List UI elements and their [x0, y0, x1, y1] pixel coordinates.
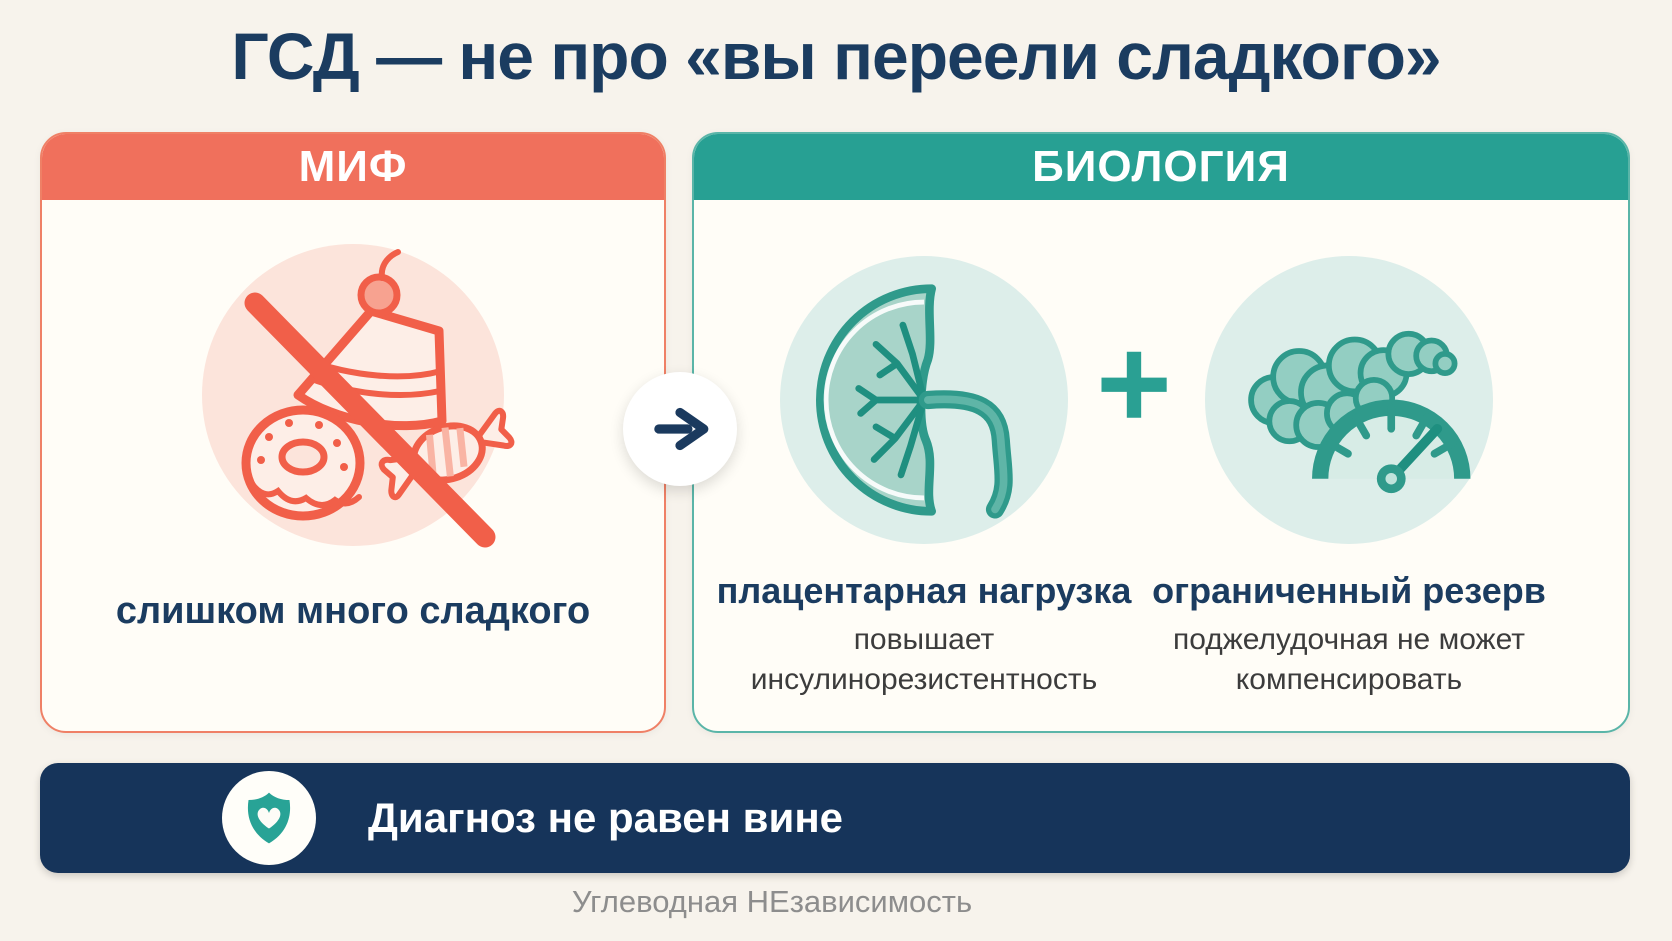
myth-card: МИФ [40, 132, 666, 733]
biology-card: БИОЛОГИЯ [692, 132, 1630, 733]
placenta-column: плацентарная нагрузка повышает инсулинор… [709, 200, 1139, 700]
placenta-icon [780, 256, 1068, 544]
pancreas-subtitle: поджелудочная не может компенсировать [1172, 623, 1526, 696]
gauge [1312, 399, 1471, 494]
pancreas-body [1248, 330, 1458, 450]
candy-icon [378, 407, 515, 501]
biology-card-body: плацентарная нагрузка повышает инсулинор… [694, 200, 1628, 731]
pancreas-column: ограниченный резерв поджелудочная не мож… [1134, 200, 1564, 700]
placenta-title: плацентарная нагрузка [716, 570, 1132, 611]
biology-card-header: БИОЛОГИЯ [694, 134, 1628, 200]
no-sweets-illustration [241, 249, 515, 548]
cards-row: МИФ [40, 132, 1630, 733]
myth-card-body: слишком много сладкого [42, 200, 664, 731]
bottom-banner: Диагноз не равен вине [40, 763, 1630, 873]
myth-caption: слишком много сладкого [115, 590, 591, 632]
cake-slice-icon [293, 249, 447, 431]
plus-icon: + [1096, 310, 1172, 456]
prohibition-slash [244, 292, 496, 548]
pancreas-gauge-icon [1205, 256, 1493, 544]
no-sweets-icon [202, 244, 515, 548]
page-title: ГСД — не про «вы переели сладкого» [231, 19, 1441, 93]
pancreas-title: ограниченный резерв [1152, 570, 1546, 611]
cherry-icon [357, 273, 401, 317]
arrow-right-icon [623, 372, 737, 486]
myth-card-header: МИФ [42, 134, 664, 200]
shield-heart-icon [222, 771, 316, 865]
donut-icon [241, 405, 365, 521]
placenta-subtitle: повышает инсулинорезистентность [750, 623, 1098, 696]
banner-text: Диагноз не равен вине [368, 794, 844, 841]
footer-credit: Углеводная НЕзависимость [571, 884, 973, 919]
